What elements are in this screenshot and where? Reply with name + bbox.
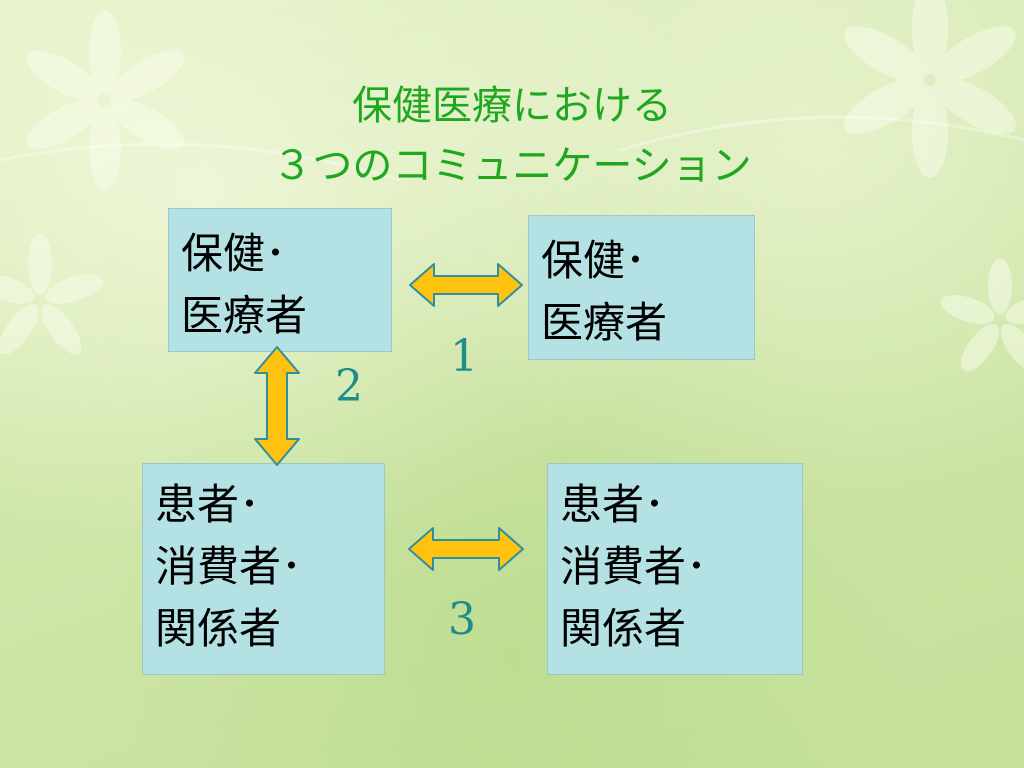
label-number-2: 2	[335, 361, 363, 412]
label-number-3: 3	[448, 594, 476, 645]
slide-title-line1: 保健医療における	[352, 83, 672, 129]
box-line: 消費者･	[560, 542, 708, 591]
label-number-1: 1	[450, 331, 478, 382]
box-line: 関係者	[560, 604, 687, 653]
box-line: 関係者	[155, 604, 282, 653]
box-line: 患者･	[560, 480, 666, 529]
box-health-professionals-right: 保健･ 医療者	[528, 215, 755, 360]
slide-title-line2: ３つのコミュニケーション	[272, 143, 752, 189]
double-arrow-horizontal-top	[409, 263, 523, 307]
box-line: 医療者	[541, 298, 668, 347]
box-health-professionals-left: 保健･ 医療者	[168, 208, 392, 352]
double-arrow-vertical-left	[254, 346, 300, 466]
box-line: 医療者	[181, 291, 308, 340]
box-patients-left: 患者･ 消費者･ 関係者	[142, 463, 385, 675]
box-patients-right: 患者･ 消費者･ 関係者	[547, 463, 803, 675]
box-line: 患者･	[155, 480, 261, 529]
box-line: 保健･	[541, 236, 647, 285]
double-arrow-horizontal-bottom	[408, 527, 524, 571]
box-line: 保健･	[181, 229, 287, 278]
box-line: 消費者･	[155, 542, 303, 591]
